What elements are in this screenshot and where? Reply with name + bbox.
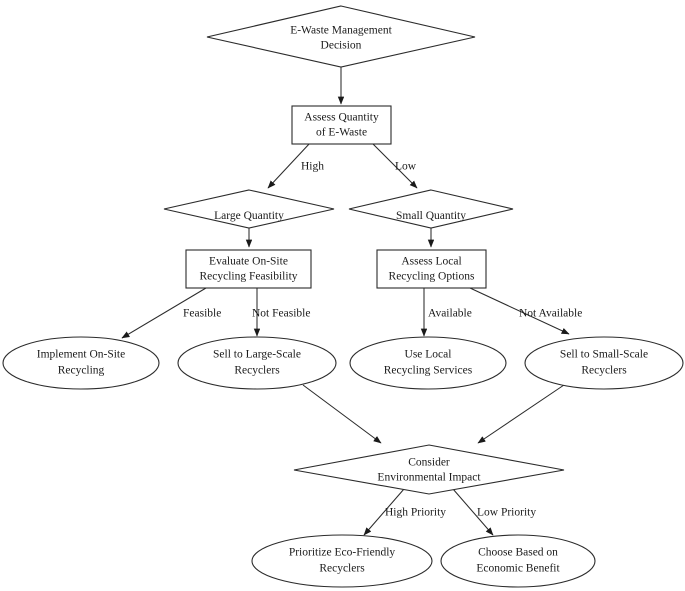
ellipse-shape [2, 336, 160, 390]
diamond-shape [206, 5, 476, 68]
edge-label-not-available: Not Available [519, 308, 582, 320]
edge-label-available: Available [428, 308, 472, 320]
node-label-line2: Recycling Feasibility [199, 271, 297, 283]
node-large-quantity[interactable]: Large Quantity [163, 189, 335, 229]
node-label-line1: Small Quantity [396, 210, 466, 222]
node-label-line1: Sell to Small-Scale [560, 349, 648, 361]
ellipse-shape [177, 336, 337, 390]
node-prioritize-eco-friendly-recyclers[interactable]: Prioritize Eco-Friendly Recyclers [251, 534, 433, 588]
node-label-line2: Recyclers [581, 365, 627, 377]
node-label-line1: Choose Based on [478, 547, 558, 559]
edge-label-low: Low [395, 161, 417, 173]
node-label-line1: Consider [408, 457, 450, 469]
node-label-line2: Recyclers [234, 365, 280, 377]
node-label-line2: Environmental Impact [377, 472, 481, 484]
node-label-line1: Implement On-Site [37, 349, 125, 361]
diamond-shape [293, 444, 565, 495]
node-sell-to-large-scale-recyclers[interactable]: Sell to Large-Scale Recyclers [177, 336, 337, 390]
ellipse-shape [440, 534, 596, 588]
node-label-line2: Recycling Services [384, 365, 473, 377]
edge-label-feasible: Feasible [183, 308, 221, 320]
edge-sell-large-to-consider-env [302, 384, 382, 444]
node-label-line1: Large Quantity [214, 210, 284, 222]
edge-assess-quantity-to-large-quantity [267, 142, 311, 189]
node-label-line1: E-Waste Management [290, 25, 392, 37]
node-label-line1: Use Local [405, 349, 452, 361]
edge-label-high: High [301, 161, 324, 173]
node-label-line1: Sell to Large-Scale [213, 349, 301, 361]
edge-assess-quantity-to-small-quantity [371, 142, 418, 189]
ellipse-shape [349, 336, 507, 390]
edges-layer [121, 67, 570, 536]
node-small-quantity[interactable]: Small Quantity [348, 189, 514, 229]
node-use-local-recycling-services[interactable]: Use Local Recycling Services [349, 336, 507, 390]
node-label-line2: Economic Benefit [476, 563, 560, 575]
edge-labels-layer: High Low Feasible Not Feasible Available… [183, 161, 582, 519]
diamond-shape [163, 189, 335, 229]
node-label-line1: Assess Local [401, 256, 461, 268]
node-label-line1: Assess Quantity [304, 112, 379, 124]
node-label-line2: Recycling [58, 365, 105, 377]
node-assess-quantity-of-e-waste[interactable]: Assess Quantity of E-Waste [291, 105, 392, 145]
edge-consider-env-to-prioritize-eco [363, 488, 405, 536]
edge-sell-small-to-consider-env [477, 384, 565, 444]
edge-label-low-priority: Low Priority [477, 507, 536, 519]
rect-shape [291, 105, 392, 145]
node-label-line2: of E-Waste [316, 127, 367, 139]
node-choose-based-on-economic-benefit[interactable]: Choose Based on Economic Benefit [440, 534, 596, 588]
edge-evaluate-onsite-to-implement-onsite [121, 287, 207, 339]
node-consider-environmental-impact[interactable]: Consider Environmental Impact [293, 444, 565, 495]
edge-label-high-priority: High Priority [385, 507, 446, 519]
node-e-waste-management-decision[interactable]: E-Waste Management Decision [206, 5, 476, 68]
diamond-shape [348, 189, 514, 229]
node-evaluate-on-site-recycling-feasibility[interactable]: Evaluate On-Site Recycling Feasibility [185, 249, 312, 289]
node-label-line1: Evaluate On-Site [209, 256, 288, 268]
rect-shape [185, 249, 312, 289]
ellipse-shape [251, 534, 433, 588]
edge-assess-local-to-sell-small [469, 287, 570, 335]
edge-consider-env-to-choose-economic [452, 488, 494, 536]
ellipse-shape [524, 336, 684, 390]
node-sell-to-small-scale-recyclers[interactable]: Sell to Small-Scale Recyclers [524, 336, 684, 390]
rect-shape [376, 249, 487, 289]
edge-label-not-feasible: Not Feasible [252, 308, 310, 320]
node-label-line2: Decision [321, 40, 362, 52]
node-implement-on-site-recycling[interactable]: Implement On-Site Recycling [2, 336, 160, 390]
node-label-line2: Recycling Options [389, 271, 475, 283]
node-label-line1: Prioritize Eco-Friendly [289, 547, 396, 559]
node-label-line2: Recyclers [319, 563, 365, 575]
node-assess-local-recycling-options[interactable]: Assess Local Recycling Options [376, 249, 487, 289]
